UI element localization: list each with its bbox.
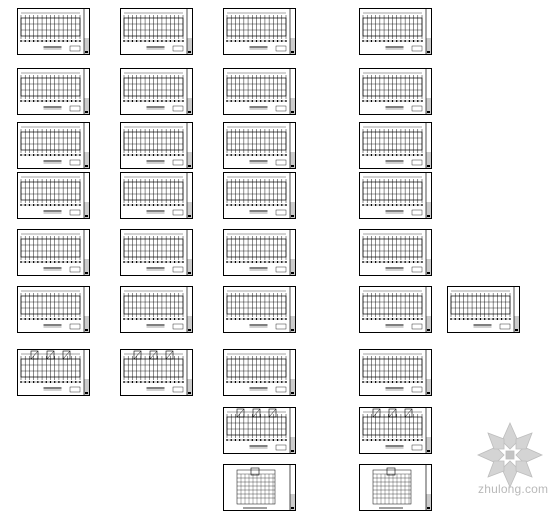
drawing-sheet-graphic [17,286,90,333]
drawing-sheet-thumbnail [223,286,296,333]
drawing-sheet-thumbnail [359,122,432,169]
drawing-sheet-thumbnail [223,68,296,115]
drawing-sheet-graphic [359,68,432,115]
drawing-sheet-graphic [120,68,193,115]
drawing-sheet-thumbnail [120,286,193,333]
drawing-sheet-thumbnail [223,464,296,511]
drawing-sheet-graphic [223,122,296,169]
drawing-sheet-thumbnail [17,229,90,276]
drawing-sheet-graphic [223,464,296,511]
drawing-sheet-graphic [120,286,193,333]
drawing-sheet-graphic [447,286,520,333]
drawing-sheet-graphic [359,407,432,454]
drawing-sheet-thumbnail [17,68,90,115]
drawing-sheet-thumbnail [120,8,193,55]
drawing-sheet-graphic [120,349,193,396]
drawing-sheet-thumbnail [359,68,432,115]
drawing-sheet-graphic [359,172,432,219]
drawing-sheet-graphic [223,229,296,276]
drawing-sheet-graphic [17,8,90,55]
drawing-sheet-graphic [223,8,296,55]
drawing-sheet-thumbnail [120,349,193,396]
drawing-sheet-thumbnail [17,349,90,396]
drawing-sheet-thumbnail [120,172,193,219]
drawing-sheet-graphic [120,172,193,219]
drawing-sheet-thumbnail [223,172,296,219]
drawing-sheet-graphic [359,229,432,276]
drawing-sheet-thumbnail [223,229,296,276]
drawing-sheet-graphic [359,286,432,333]
drawing-sheet-thumbnail [120,122,193,169]
drawing-sheet-thumbnail [17,172,90,219]
drawing-sheet-graphic [17,172,90,219]
drawing-sheet-graphic [17,349,90,396]
drawing-sheet-thumbnail [359,8,432,55]
drawing-sheet-thumbnail [223,122,296,169]
drawing-sheet-graphic [17,122,90,169]
drawing-sheet-graphic [359,464,432,511]
drawing-sheet-thumbnail [447,286,520,333]
drawing-sheet-graphic [223,172,296,219]
drawing-sheet-thumbnail [17,8,90,55]
drawing-sheet-graphic [120,8,193,55]
drawing-sheet-thumbnail [223,349,296,396]
drawing-sheet-graphic [223,407,296,454]
drawing-sheet-graphic [120,229,193,276]
drawing-sheet-graphic [359,349,432,396]
drawing-sheet-thumbnail [359,172,432,219]
drawing-sheet-graphic [359,8,432,55]
drawing-sheet-thumbnail [223,407,296,454]
drawing-sheet-thumbnail [359,286,432,333]
watermark-text: zhulong.com [478,482,549,496]
drawing-sheet-graphic [223,349,296,396]
drawing-sheet-thumbnail [359,464,432,511]
drawing-sheet-thumbnail [120,229,193,276]
drawing-sheet-graphic [17,229,90,276]
drawing-sheet-thumbnail [17,122,90,169]
zhulong-flower-logo-icon [477,422,543,488]
drawing-sheet-graphic [223,286,296,333]
drawing-sheet-thumbnail [359,229,432,276]
drawing-sheet-graphic [223,68,296,115]
drawing-sheet-thumbnail [120,68,193,115]
drawing-sheet-graphic [359,122,432,169]
drawing-sheet-thumbnail [223,8,296,55]
drawing-sheet-thumbnail [17,286,90,333]
drawing-sheet-thumbnail [359,349,432,396]
drawing-sheet-thumbnail [359,407,432,454]
drawing-sheet-graphic [17,68,90,115]
drawing-sheet-graphic [120,122,193,169]
